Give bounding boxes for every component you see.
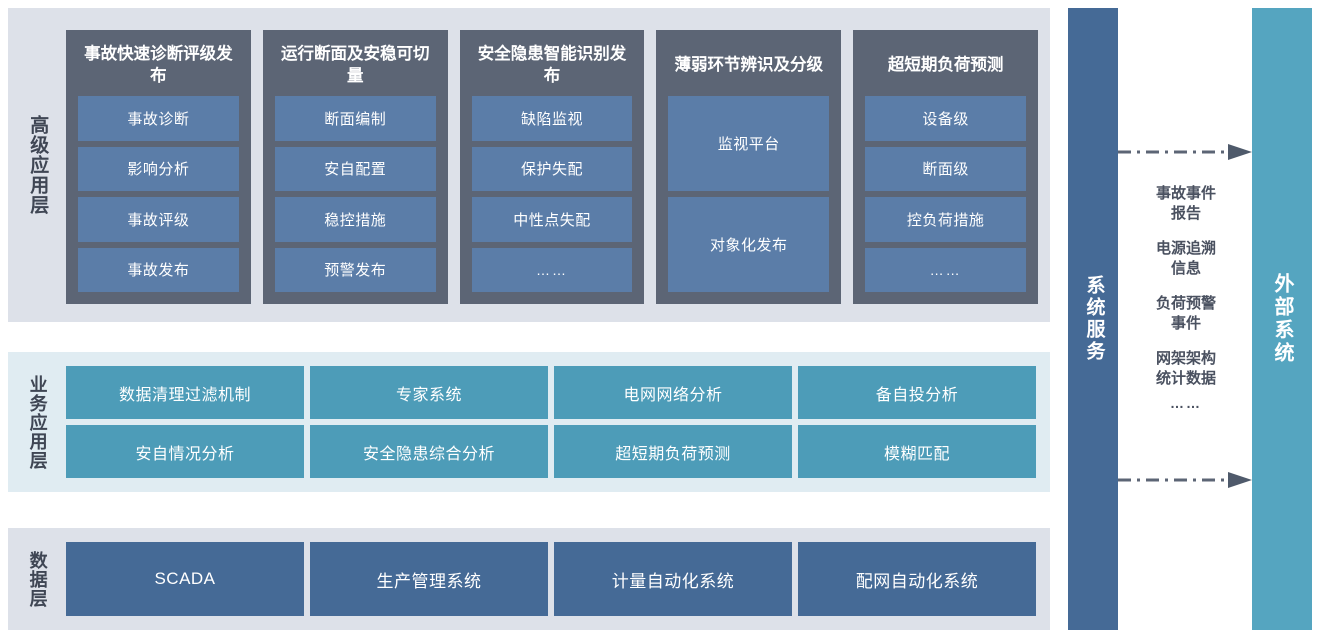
data-cell[interactable]: 配网自动化系统	[798, 542, 1036, 616]
advanced-column-weak-link[interactable]: 薄弱环节辨识及分级 监视平台 对象化发布	[656, 30, 842, 304]
data-layer-label: 数据层	[27, 550, 48, 608]
column-title: 运行断面及安稳可切量	[280, 45, 430, 85]
business-cell[interactable]: 电网网络分析	[554, 366, 792, 419]
advanced-item[interactable]: 影响分析	[78, 146, 239, 191]
exchange-item: 网架架构 统计数据	[1155, 350, 1216, 387]
external-system-bar[interactable]: 外部系统	[1252, 8, 1312, 630]
advanced-item[interactable]: 事故发布	[78, 247, 239, 292]
system-service-bar[interactable]: 系统服务	[1068, 8, 1118, 630]
business-cells-container: 数据清理过滤机制 专家系统 电网网络分析 备自投分析 安自情况分析 安全隐患综合…	[66, 352, 1050, 492]
data-layer-panel: 数据层 SCADA 生产管理系统 计量自动化系统 配网自动化系统	[8, 528, 1050, 630]
advanced-item[interactable]: 断面级	[865, 146, 1026, 191]
advanced-item[interactable]: 稳控措施	[274, 197, 436, 242]
exchange-items-list: 事故事件 报告 电源追溯 信息 负荷预警 事件 网架架构 统计数据 ……	[1122, 178, 1250, 468]
data-cell[interactable]: 生产管理系统	[310, 542, 548, 616]
advanced-column-accident-diagnosis[interactable]: 事故快速诊断评级发布 事故诊断 影响分析 事故评级 事故发布	[66, 30, 251, 304]
advanced-item[interactable]: 缺陷监视	[471, 96, 633, 141]
column-title: 事故快速诊断评级发布	[84, 45, 233, 85]
business-cell[interactable]: 模糊匹配	[798, 425, 1036, 478]
advanced-item-ellipsis[interactable]: ……	[865, 247, 1026, 292]
advanced-item[interactable]: 保护失配	[471, 146, 633, 191]
flow-arrow-top-icon	[1118, 143, 1252, 161]
advanced-item[interactable]: 对象化发布	[668, 197, 830, 292]
business-cell[interactable]: 超短期负荷预测	[554, 425, 792, 478]
data-cell[interactable]: SCADA	[66, 542, 304, 616]
advanced-application-layer-panel: 高级应用层 事故快速诊断评级发布 事故诊断 影响分析 事故评级 事故发布 运行断…	[8, 8, 1050, 322]
column-items: 设备级 断面级 控负荷措施 ……	[865, 96, 1026, 292]
advanced-item[interactable]: 事故评级	[78, 197, 239, 242]
column-title: 超短期负荷预测	[887, 56, 1004, 75]
advanced-item[interactable]: 中性点失配	[471, 197, 633, 242]
advanced-item-ellipsis[interactable]: ……	[471, 247, 633, 292]
flow-arrow-bottom-icon	[1118, 471, 1252, 489]
advanced-item[interactable]: 安自配置	[274, 146, 436, 191]
column-items: 监视平台 对象化发布	[668, 96, 830, 292]
business-cell[interactable]: 专家系统	[310, 366, 548, 419]
column-title: 安全隐患智能识别发布	[477, 45, 627, 85]
advanced-columns-container: 事故快速诊断评级发布 事故诊断 影响分析 事故评级 事故发布 运行断面及安稳可切…	[66, 8, 1050, 322]
advanced-item[interactable]: 预警发布	[274, 247, 436, 292]
column-items: 断面编制 安自配置 稳控措施 预警发布	[274, 96, 436, 292]
business-cell[interactable]: 安全隐患综合分析	[310, 425, 548, 478]
data-cell[interactable]: 计量自动化系统	[554, 542, 792, 616]
column-items: 事故诊断 影响分析 事故评级 事故发布	[78, 96, 239, 292]
business-cell[interactable]: 数据清理过滤机制	[66, 366, 304, 419]
exchange-item: 电源追溯 信息	[1155, 240, 1216, 277]
advanced-item[interactable]: 监视平台	[668, 96, 830, 191]
exchange-item: 负荷预警 事件	[1155, 295, 1216, 332]
advanced-item[interactable]: 断面编制	[274, 96, 436, 141]
exchange-item-ellipsis: ……	[1170, 395, 1202, 411]
exchange-item: 事故事件 报告	[1155, 185, 1216, 222]
advanced-item[interactable]: 控负荷措施	[865, 197, 1026, 242]
advanced-item[interactable]: 事故诊断	[78, 96, 239, 141]
advanced-column-ultra-short-term-load[interactable]: 超短期负荷预测 设备级 断面级 控负荷措施 ……	[853, 30, 1038, 304]
system-service-label: 系统服务	[1083, 275, 1105, 363]
advanced-item[interactable]: 设备级	[865, 96, 1026, 141]
external-system-label: 外部系统	[1271, 273, 1293, 365]
advanced-column-operating-section[interactable]: 运行断面及安稳可切量 断面编制 安自配置 稳控措施 预警发布	[262, 30, 448, 304]
business-application-layer-label: 业务应用层	[27, 374, 48, 470]
business-application-layer-panel: 业务应用层 数据清理过滤机制 专家系统 电网网络分析 备自投分析 安自情况分析 …	[8, 352, 1050, 492]
column-items: 缺陷监视 保护失配 中性点失配 ……	[471, 96, 633, 292]
business-cell[interactable]: 备自投分析	[798, 366, 1036, 419]
advanced-column-safety-hazard[interactable]: 安全隐患智能识别发布 缺陷监视 保护失配 中性点失配 ……	[459, 30, 645, 304]
column-title: 薄弱环节辨识及分级	[674, 56, 824, 75]
data-cells-container: SCADA 生产管理系统 计量自动化系统 配网自动化系统	[66, 528, 1050, 630]
business-cell[interactable]: 安自情况分析	[66, 425, 304, 478]
advanced-application-layer-label: 高级应用层	[27, 115, 49, 215]
